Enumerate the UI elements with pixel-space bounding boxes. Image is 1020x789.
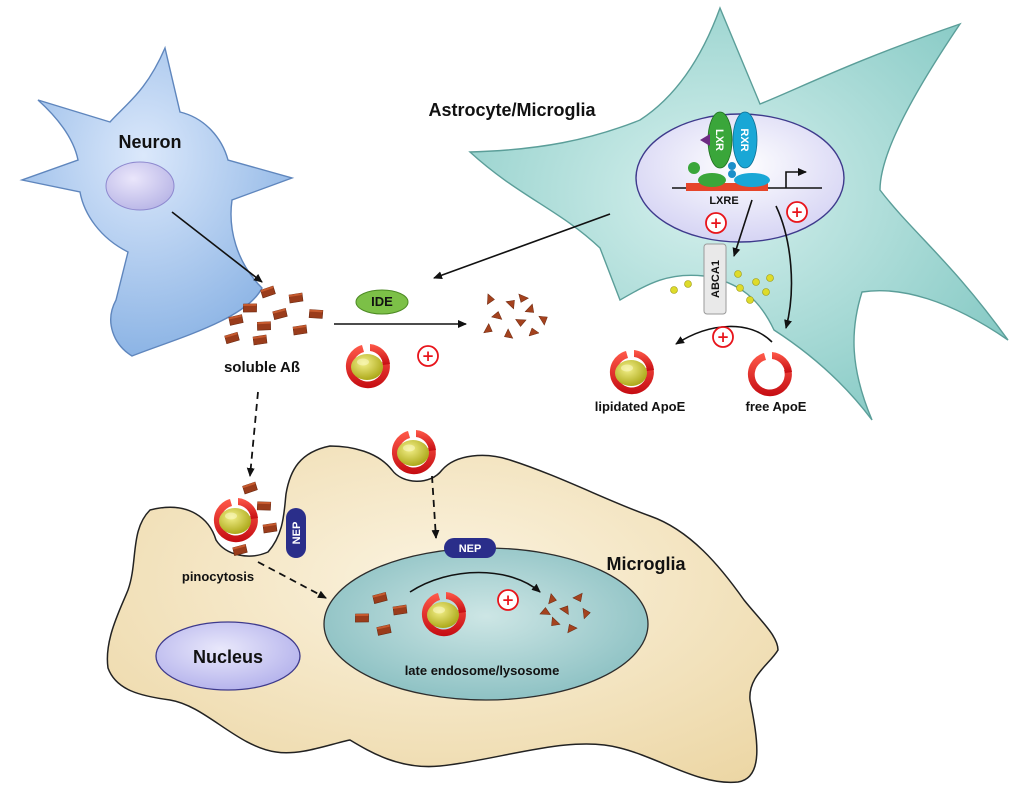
- lxr-receptor: LXR: [707, 111, 733, 169]
- lipidated-apoe-particle: [609, 350, 654, 395]
- abca1-label: ABCA1: [710, 260, 722, 298]
- plus-sign: +: [705, 212, 727, 234]
- neuron-nucleus: [105, 161, 175, 211]
- lipidated-apoe-particle: [345, 344, 390, 389]
- plus-sign: +: [497, 589, 519, 611]
- degraded-ab-fragments: [481, 291, 550, 340]
- arrow-to-abca1: [732, 199, 753, 257]
- lipidated-apoe-particle: [391, 430, 436, 475]
- astrocyte-cell: Astrocyte/Microglia LXRE LXR RXR + + ABC…: [428, 6, 1009, 421]
- pinocytosis-label: pinocytosis: [182, 569, 254, 584]
- ide-enzyme: IDE: [355, 289, 409, 315]
- rxr-receptor: RXR: [732, 111, 758, 169]
- rxr-label: RXR: [738, 128, 750, 151]
- dashed-arrow-pinocytosis-to-endosome: [257, 561, 327, 599]
- nep-endosome-label: NEP: [459, 543, 482, 555]
- neuron-cell: Neuron: [19, 45, 295, 357]
- dashed-arrow-apoe-to-nep: [431, 475, 440, 539]
- arrow-neuron-to-ab: [171, 211, 263, 283]
- plus-sign: +: [712, 326, 734, 348]
- nep-membrane: NEP: [286, 508, 306, 558]
- plus-sign: +: [786, 201, 808, 223]
- arrow-astrocyte-to-ide: [433, 213, 611, 280]
- lxr-dbd: [698, 173, 726, 187]
- linker-dot: [728, 162, 736, 170]
- svg-text:+: +: [502, 591, 515, 609]
- lxre-label: LXRE: [709, 195, 738, 207]
- transcription-start-arrow: [785, 168, 807, 188]
- arrow-to-free-apoe: [775, 205, 793, 329]
- microglia-label: Microglia: [606, 554, 686, 574]
- nucleus-label: Nucleus: [193, 647, 263, 667]
- lipidated-apoe-particle: [213, 498, 258, 543]
- free-apoe-label: free ApoE: [746, 399, 807, 414]
- lipidation-arrow: [675, 325, 773, 345]
- plus-sign: +: [417, 345, 439, 367]
- ligand-ball: [688, 162, 700, 174]
- svg-text:+: +: [422, 347, 435, 365]
- nep-membrane-label: NEP: [291, 522, 303, 545]
- linker-dot: [728, 170, 736, 178]
- svg-text:+: +: [791, 203, 804, 221]
- lxre-element: [686, 183, 768, 191]
- lipid-dots: [670, 270, 774, 304]
- svg-text:+: +: [710, 214, 723, 232]
- ide-label: IDE: [371, 294, 393, 309]
- dashed-arrow-ab-to-microglia: [246, 391, 259, 477]
- soluble-ab-label: soluble Aß: [224, 359, 300, 376]
- rxr-dbd: [734, 173, 770, 187]
- lipidated-apoe-label: lipidated ApoE: [595, 399, 686, 414]
- microglia-nucleus: [155, 621, 301, 691]
- abca1-transporter: ABCA1: [703, 243, 727, 315]
- astrocyte-label: Astrocyte/Microglia: [428, 100, 596, 120]
- degradation-arrow-endosome: [409, 571, 541, 593]
- svg-text:+: +: [717, 328, 730, 346]
- late-endosome-label: late endosome/lysosome: [405, 663, 560, 678]
- neuron-label: Neuron: [119, 132, 182, 152]
- lxr-label: LXR: [713, 129, 725, 151]
- nep-endosome: NEP: [444, 538, 496, 558]
- free-apoe-particle: [747, 352, 792, 397]
- ligand-triangle: [700, 134, 710, 146]
